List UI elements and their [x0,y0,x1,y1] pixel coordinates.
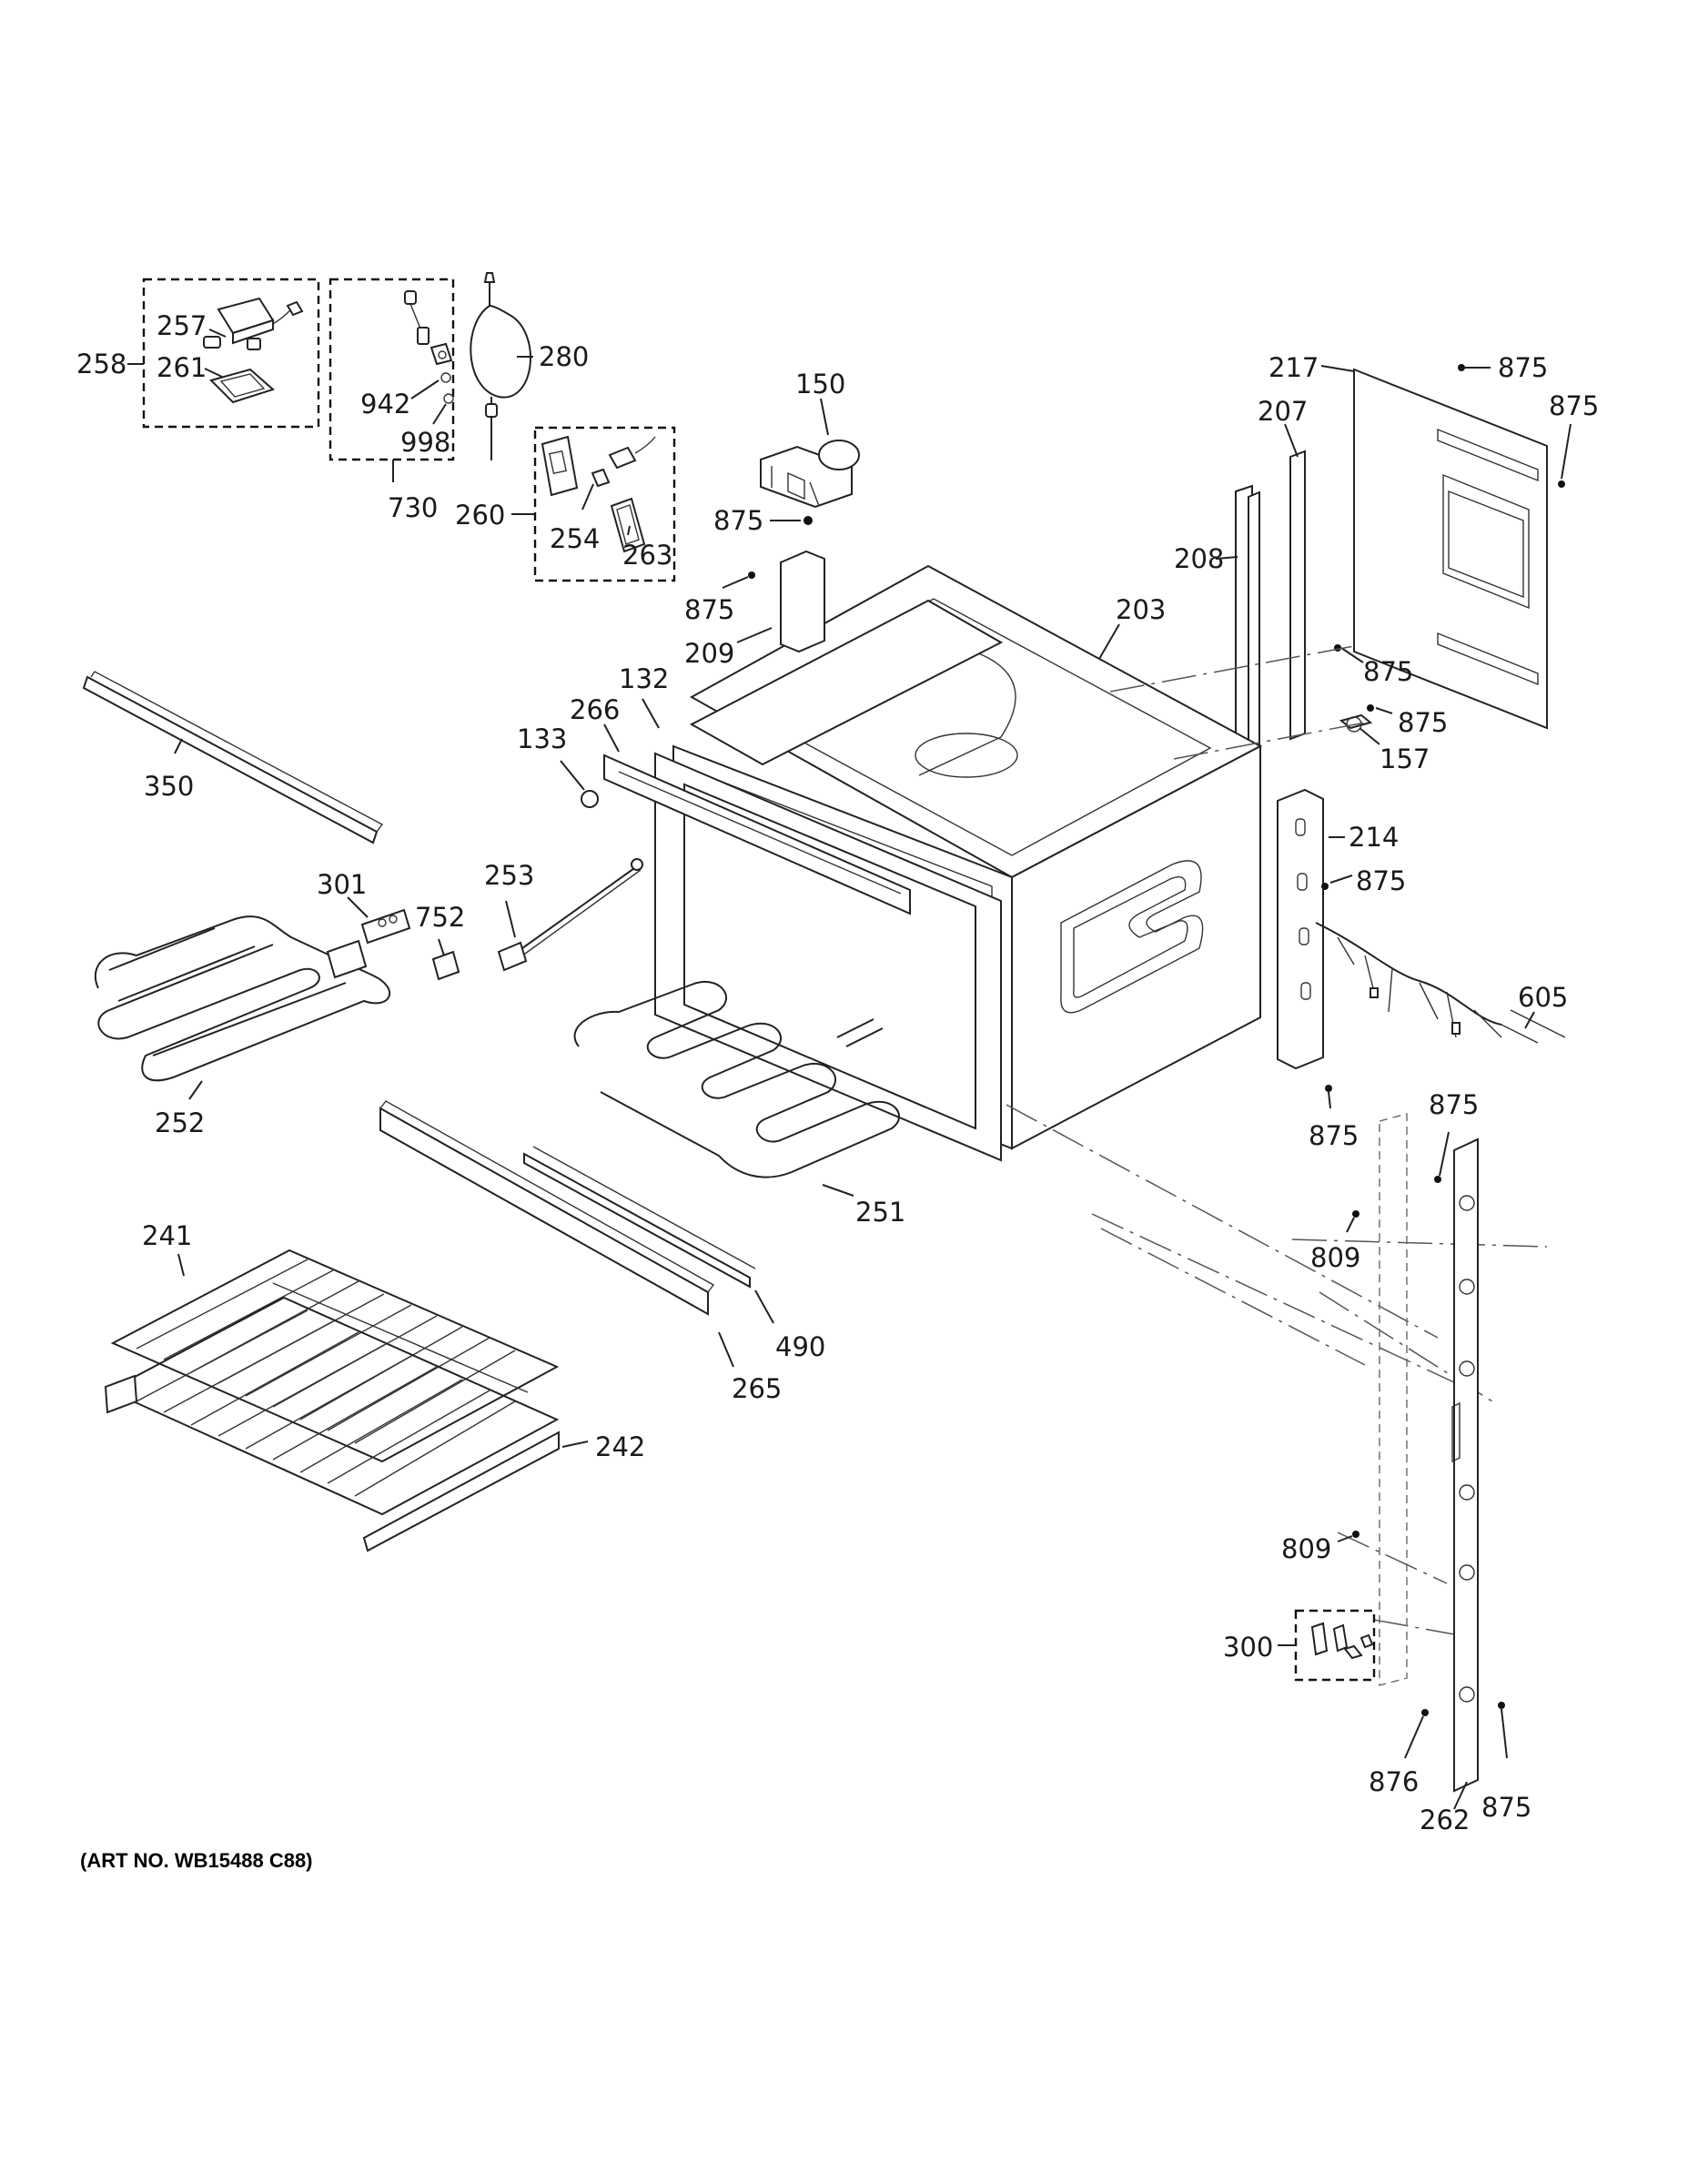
label-350: 350 [144,771,194,802]
label-263: 263 [622,540,672,571]
callout-labels: 257 258 261 942 998 280 730 260 254 263 … [76,310,1599,1835]
label-157: 157 [1380,743,1430,774]
oven-rack-241-part [110,1249,560,1463]
label-301: 301 [317,869,367,900]
label-132: 132 [619,663,669,694]
kit-300-box [1278,1609,1376,1682]
label-875-214: 875 [1356,865,1406,896]
label-252: 252 [155,1107,205,1138]
label-875-panel-top: 875 [1498,352,1548,383]
wire-harness-part [1315,922,1566,1044]
label-300: 300 [1223,1632,1273,1663]
label-251: 251 [855,1197,905,1228]
label-150: 150 [795,369,845,399]
label-605: 605 [1518,982,1568,1013]
label-217: 217 [1269,352,1319,383]
kit-260-box [511,426,676,582]
label-254: 254 [550,523,600,554]
broil-element-part [94,896,411,1100]
label-207: 207 [1258,396,1308,427]
label-875-switch: 875 [713,505,763,536]
rack-slide-490-part [523,1146,774,1324]
label-875-panel-right: 875 [1549,390,1599,421]
assembly-centerlines [1006,645,1548,1639]
label-875-262-bottom: 875 [1481,1792,1531,1823]
kit-730-box [329,278,455,482]
oven-rack-242-part [104,1296,589,1552]
label-280: 280 [539,341,589,372]
rear-brackets-part [1215,423,1306,781]
label-730: 730 [388,492,438,523]
side-bracket-214-part [1277,788,1353,1109]
top-trim-strip-part [82,671,384,844]
probe-jack-part [404,290,454,404]
label-875-209: 875 [684,594,734,625]
label-809-top: 809 [1310,1242,1360,1273]
label-262: 262 [1420,1805,1470,1835]
label-752: 752 [415,902,465,933]
gasket-part [209,368,275,404]
meat-probe-part [470,272,533,460]
label-242: 242 [595,1431,645,1462]
label-265: 265 [732,1373,782,1404]
label-203: 203 [1116,594,1166,625]
label-490: 490 [775,1331,825,1362]
label-875-bracket-low: 875 [1309,1120,1359,1151]
label-258: 258 [76,349,126,379]
ghost-rail-part [1337,1113,1429,1759]
side-bracket-209-part [722,550,825,653]
label-209: 209 [684,638,734,669]
bottom-trim-265-part [379,1100,734,1368]
rear-cover-panel-part [1320,364,1572,730]
label-809-low: 809 [1281,1533,1331,1564]
art-number-note: (ART NO. WB15488 C88) [80,1849,313,1872]
label-261: 261 [157,352,207,383]
door-hinge-bracket-262-part [1434,1131,1508,1810]
label-875-262-top: 875 [1429,1089,1479,1120]
label-998: 998 [400,427,450,458]
bake-element-part [573,980,901,1197]
label-260: 260 [455,500,505,531]
label-133: 133 [517,723,567,754]
label-875-157: 875 [1398,707,1448,738]
door-lock-switch-part [760,398,860,525]
label-253: 253 [484,860,534,891]
label-214: 214 [1349,822,1399,853]
label-208: 208 [1174,543,1224,574]
label-942: 942 [360,389,410,420]
thermal-cutout-part [1334,644,1393,745]
probe-housing-part [541,435,656,553]
label-257: 257 [157,310,207,341]
label-876: 876 [1369,1766,1419,1797]
label-875-rear: 875 [1363,656,1413,687]
label-241: 241 [142,1220,192,1251]
front-frame-132-part [560,698,1002,1162]
label-266: 266 [570,694,620,725]
kit-258-box [127,278,320,429]
control-module-part [203,297,304,350]
oven-sensor-part [431,858,643,981]
